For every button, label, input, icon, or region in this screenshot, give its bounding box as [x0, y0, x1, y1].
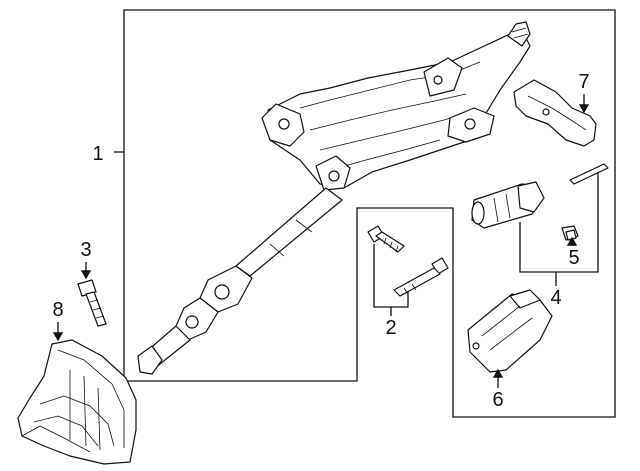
bolt-part-3: [77, 279, 107, 327]
callout-8: 8: [52, 299, 63, 321]
callout-6: 6: [492, 389, 503, 411]
callout-3: 3: [80, 239, 91, 261]
callout-4-bracket: [519, 172, 599, 273]
screw-part-5: [561, 225, 579, 241]
shroud-part-8: [17, 339, 137, 465]
bolt-long: [393, 257, 449, 297]
motor-unit: [471, 181, 545, 229]
pin: [569, 163, 609, 185]
bolt-short: [367, 225, 405, 253]
callout-2: 2: [385, 317, 396, 339]
cover-part-7: [513, 79, 597, 147]
callout-2-bracket: [373, 244, 409, 308]
callout-4: 4: [550, 287, 561, 309]
callout-1: 1: [92, 143, 103, 165]
steering-column: [137, 21, 531, 375]
lock-module-part-6: [467, 289, 553, 373]
callout-5: 5: [568, 247, 579, 269]
main-group-outline: [123, 9, 616, 418]
callout-7: 7: [578, 71, 589, 93]
